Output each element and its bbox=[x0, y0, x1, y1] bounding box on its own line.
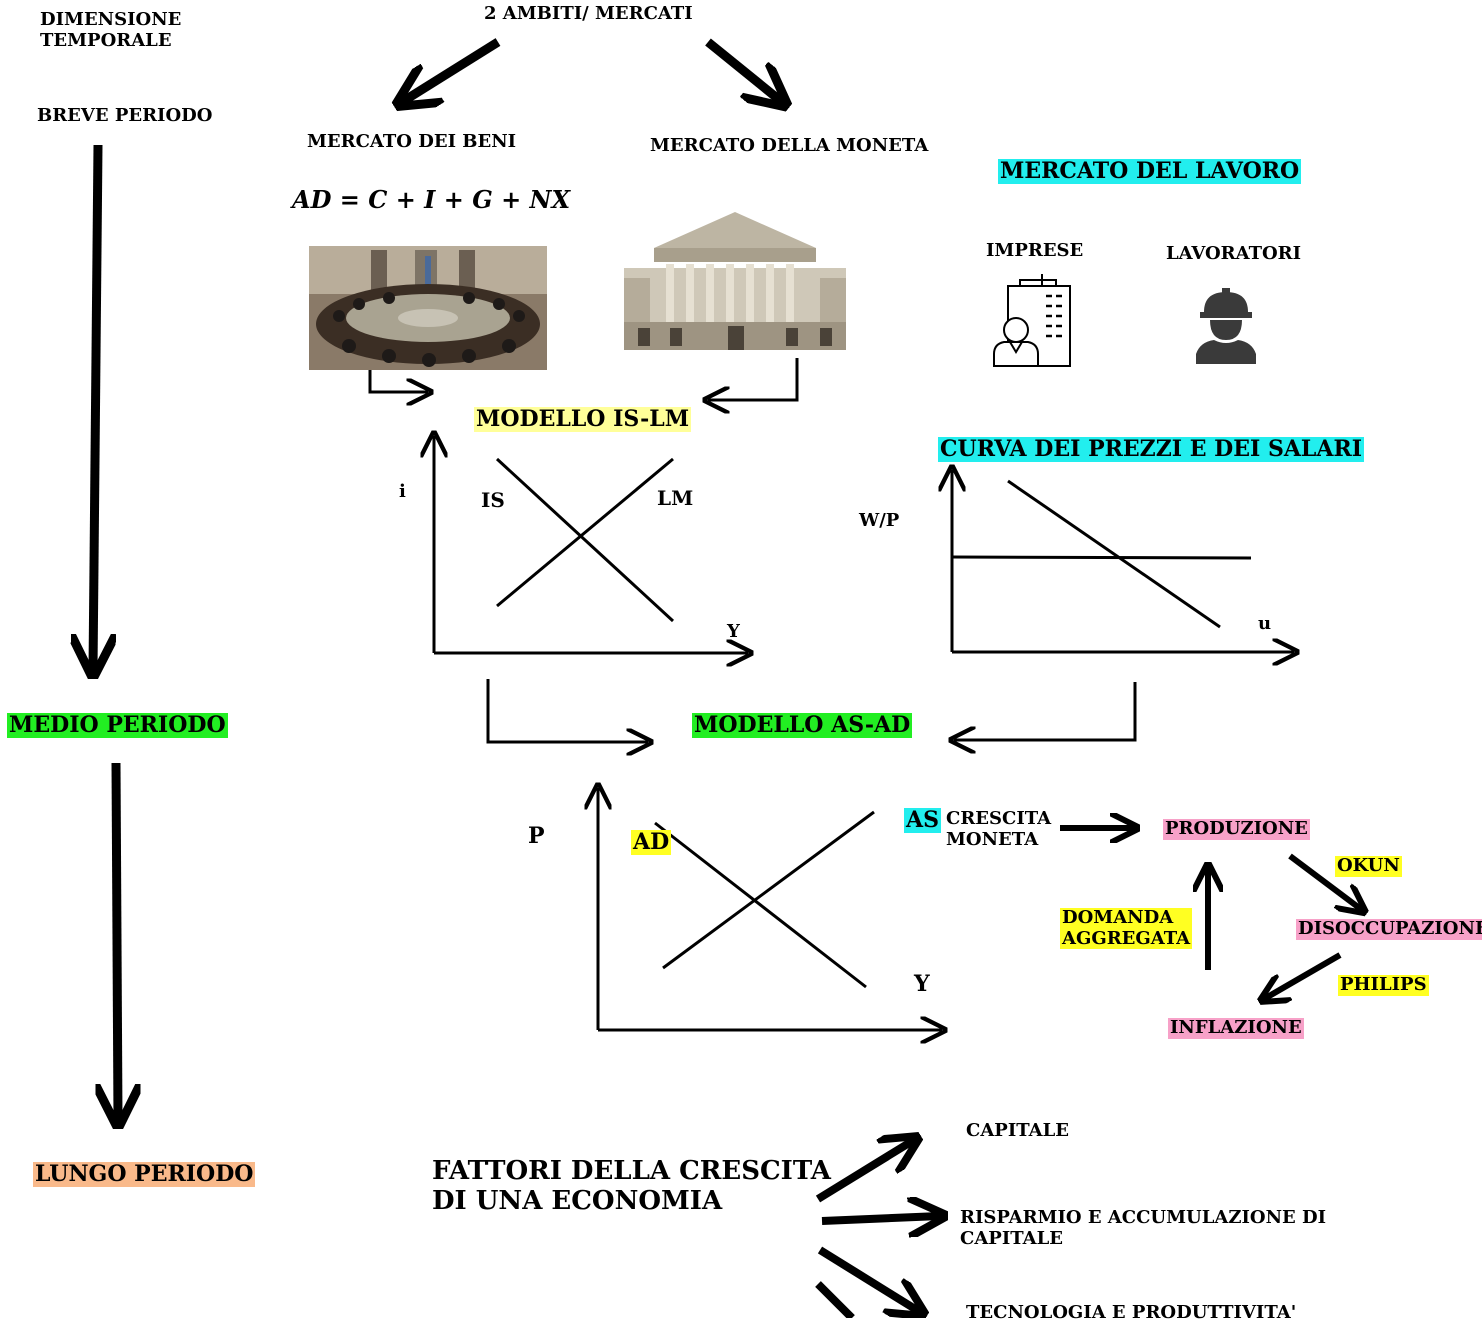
modello-asad-label: MODELLO AS-AD bbox=[692, 712, 913, 739]
disoccupazione-label: DISOCCUPAZIONE bbox=[1296, 918, 1482, 940]
lavoratori-label: LAVORATORI bbox=[1166, 243, 1302, 264]
risparmio-label: RISPARMIO E ACCUMULAZIONE DI CAPITALE bbox=[960, 1207, 1327, 1249]
tecnologia-label: TECNOLOGIA E PRODUTTIVITA' bbox=[966, 1302, 1297, 1323]
construction-worker-icon bbox=[1192, 286, 1260, 364]
islm-ylabel: i bbox=[399, 481, 406, 502]
arrow-disoccupazione-to-inflazione bbox=[1264, 952, 1342, 999]
asad-chart bbox=[598, 788, 942, 1030]
arrow-produzione-to-disoccupazione bbox=[1288, 853, 1362, 910]
lm-curve-label: LM bbox=[657, 486, 694, 510]
modello-islm-label: MODELLO IS-LM bbox=[474, 406, 692, 433]
dimensione-temporale-label: DIMENSIONE TEMPORALE bbox=[40, 9, 182, 51]
as-curve-label: AS bbox=[904, 807, 941, 834]
capitale-label: CAPITALE bbox=[966, 1120, 1069, 1141]
produzione-label: PRODUZIONE bbox=[1163, 818, 1310, 840]
as-curve bbox=[662, 810, 875, 970]
arrow-wage-to-asad bbox=[954, 682, 1137, 740]
mercato-lavoro-label: MERCATO DEL LAVORO bbox=[998, 158, 1302, 185]
fattori-crescita-label: FATTORI DELLA CRESCITA DI UNA ECONOMIA bbox=[432, 1156, 831, 1216]
arrow-to-offscreen-factor bbox=[815, 1281, 855, 1318]
inflazione-label: INFLAZIONE bbox=[1168, 1017, 1304, 1039]
timeline-arrow-medio-lungo bbox=[116, 762, 118, 1120]
wage-setting-line bbox=[1007, 479, 1221, 629]
wage-xlabel: u bbox=[1258, 613, 1272, 634]
asad-xlabel: Y bbox=[914, 971, 930, 997]
ad-formula: AD = C + I + G + NX bbox=[292, 185, 571, 214]
arrow-to-mercato-moneta bbox=[705, 38, 782, 102]
okun-label: OKUN bbox=[1335, 855, 1402, 877]
is-curve bbox=[495, 457, 675, 623]
arrow-to-tecnologia bbox=[817, 1246, 920, 1312]
medio-periodo-label: MEDIO PERIODO bbox=[7, 712, 228, 739]
curva-prezzi-salari-label: CURVA DEI PREZZI E DEI SALARI bbox=[938, 436, 1365, 463]
arrow-to-risparmio bbox=[821, 1216, 940, 1221]
mercato-beni-label: MERCATO DEI BENI bbox=[307, 131, 517, 152]
arrow-islm-to-asad bbox=[486, 679, 648, 742]
philips-label: PHILIPS bbox=[1338, 974, 1429, 996]
asad-ylabel: P bbox=[528, 823, 545, 849]
ad-curve bbox=[654, 821, 867, 989]
bank-building-photo bbox=[624, 208, 846, 350]
arrow-to-mercato-beni bbox=[402, 38, 501, 102]
breve-periodo-label: BREVE PERIODO bbox=[37, 105, 213, 126]
is-curve-label: IS bbox=[481, 488, 505, 512]
islm-chart bbox=[434, 436, 748, 653]
lungo-periodo-label: LUNGO PERIODO bbox=[33, 1161, 256, 1188]
wage-ylabel: W/P bbox=[859, 510, 900, 531]
mercato-moneta-label: MERCATO DELLA MONETA bbox=[650, 135, 929, 156]
timeline-arrow-breve-medio bbox=[93, 144, 98, 670]
imprese-label: IMPRESE bbox=[986, 240, 1084, 261]
arrow-to-capitale bbox=[815, 1140, 914, 1203]
crescita-moneta-label: CRESCITA MONETA bbox=[946, 808, 1052, 850]
domanda-aggregata-label: DOMANDA AGGREGATA bbox=[1060, 907, 1193, 950]
ad-curve-label: AD bbox=[631, 829, 672, 856]
wage-price-chart bbox=[952, 470, 1294, 652]
arrow-moneta-to-islm bbox=[708, 358, 799, 400]
ambiti-label: 2 AMBITI/ MERCATI bbox=[484, 3, 693, 24]
meeting-photo bbox=[309, 246, 547, 370]
office-worker-icon bbox=[990, 272, 1076, 368]
price-setting-line bbox=[951, 555, 1252, 560]
lm-curve bbox=[496, 457, 674, 608]
islm-xlabel: Y bbox=[727, 621, 740, 642]
